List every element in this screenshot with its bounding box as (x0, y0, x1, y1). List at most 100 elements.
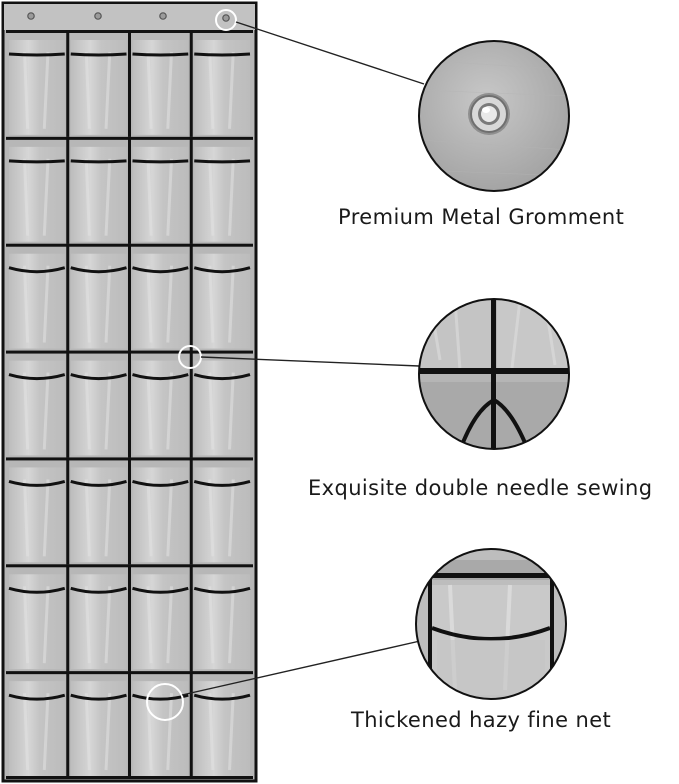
pocket-sheen (208, 265, 235, 343)
pocket-opening (193, 693, 251, 701)
pocket-opening (193, 266, 251, 274)
column-binding (189, 671, 193, 778)
pocket (9, 467, 65, 563)
pocket-opening (70, 693, 127, 701)
marker-circle-grommet (215, 9, 237, 31)
pocket-sheen (84, 51, 112, 129)
pocket-opening (70, 373, 127, 381)
pocket-opening (8, 479, 66, 487)
pocket-sheen (146, 693, 173, 771)
pocket-sheen (208, 586, 235, 664)
pocket-sheen (84, 265, 112, 343)
pocket-sheen (208, 693, 235, 771)
column-binding (189, 457, 193, 565)
grommet (94, 12, 102, 20)
header-strip (4, 4, 255, 30)
leader-line (181, 640, 421, 696)
pocket-sheen (84, 586, 112, 664)
marker-circle-pocket (146, 683, 184, 721)
pocket-opening (132, 373, 189, 381)
pocket-sheen (84, 372, 112, 450)
pocket (132, 253, 189, 349)
pocket-opening (193, 586, 251, 594)
grommet-row (27, 12, 230, 22)
pocket-sheen (146, 265, 173, 343)
pocket-sheen (23, 479, 50, 557)
pocket-opening (132, 266, 189, 274)
pocket (194, 360, 250, 456)
pocket (9, 574, 65, 670)
pocket (70, 574, 127, 670)
column-binding (66, 564, 70, 672)
pocket (132, 467, 189, 563)
shoe-organizer (1, 1, 258, 783)
pocket-opening (8, 586, 66, 594)
pocket-opening (70, 266, 127, 274)
callout-label-sewing: Exquisite double needle sewing (308, 476, 653, 500)
pocket (70, 681, 127, 776)
pocket-opening (132, 479, 189, 487)
column-binding (128, 564, 131, 672)
pocket-sheen (146, 158, 173, 236)
pocket-opening (8, 52, 65, 57)
pocket-sheen (23, 51, 50, 129)
column-binding (189, 243, 193, 351)
column-binding (189, 30, 193, 137)
column-binding (189, 136, 193, 244)
pocket (70, 467, 127, 563)
pocket-opening (194, 52, 251, 57)
pocket-opening (8, 693, 66, 701)
zoom-pocket (416, 549, 566, 699)
pocket-sheen (146, 479, 173, 557)
pocket (9, 253, 65, 349)
pocket (132, 360, 189, 456)
leader-lines (181, 21, 425, 696)
pocket-opening (193, 373, 251, 381)
pocket (132, 681, 189, 776)
pocket-sheen (23, 586, 50, 664)
pocket-sheen (208, 51, 235, 129)
pocket-opening (70, 586, 127, 594)
callout-label-net: Thickened hazy fine net (351, 708, 612, 732)
column-binding (66, 350, 70, 458)
zoom-seam (419, 299, 569, 449)
column-binding (189, 350, 193, 458)
column-binding (66, 671, 70, 778)
pocket (9, 681, 65, 776)
pocket (194, 253, 250, 349)
pocket-sheen (23, 265, 50, 343)
pocket-opening (132, 52, 189, 57)
column-binding (128, 243, 131, 351)
column-binding (66, 457, 70, 565)
pocket-sheen (208, 372, 235, 450)
pocket-sheen (84, 693, 112, 771)
pocket-opening (8, 373, 66, 381)
grommet (222, 14, 230, 22)
pocket (70, 253, 127, 349)
pocket-sheen (146, 586, 173, 664)
pocket-sheen (23, 158, 50, 236)
zoom-grommet (419, 41, 569, 191)
leader-line (235, 21, 425, 85)
column-binding (66, 243, 70, 351)
column-binding (189, 564, 193, 672)
pocket-sheen (84, 479, 112, 557)
column-binding (66, 136, 70, 244)
column-binding (128, 30, 131, 137)
column-binding (128, 136, 131, 244)
pocket-sheen (146, 51, 173, 129)
callout-label-grommet: Premium Metal Gromment (338, 205, 625, 229)
grommet (27, 12, 35, 20)
pocket (132, 574, 189, 670)
row-binding (6, 776, 253, 779)
pocket-sheen (208, 479, 235, 557)
pocket (70, 360, 127, 456)
grommet (159, 12, 167, 20)
pocket (9, 360, 65, 456)
pocket-opening (8, 266, 66, 274)
pocket-sheen (84, 158, 112, 236)
pocket-sheen (23, 372, 50, 450)
pocket-opening (70, 159, 127, 164)
pocket-sheen (146, 372, 173, 450)
